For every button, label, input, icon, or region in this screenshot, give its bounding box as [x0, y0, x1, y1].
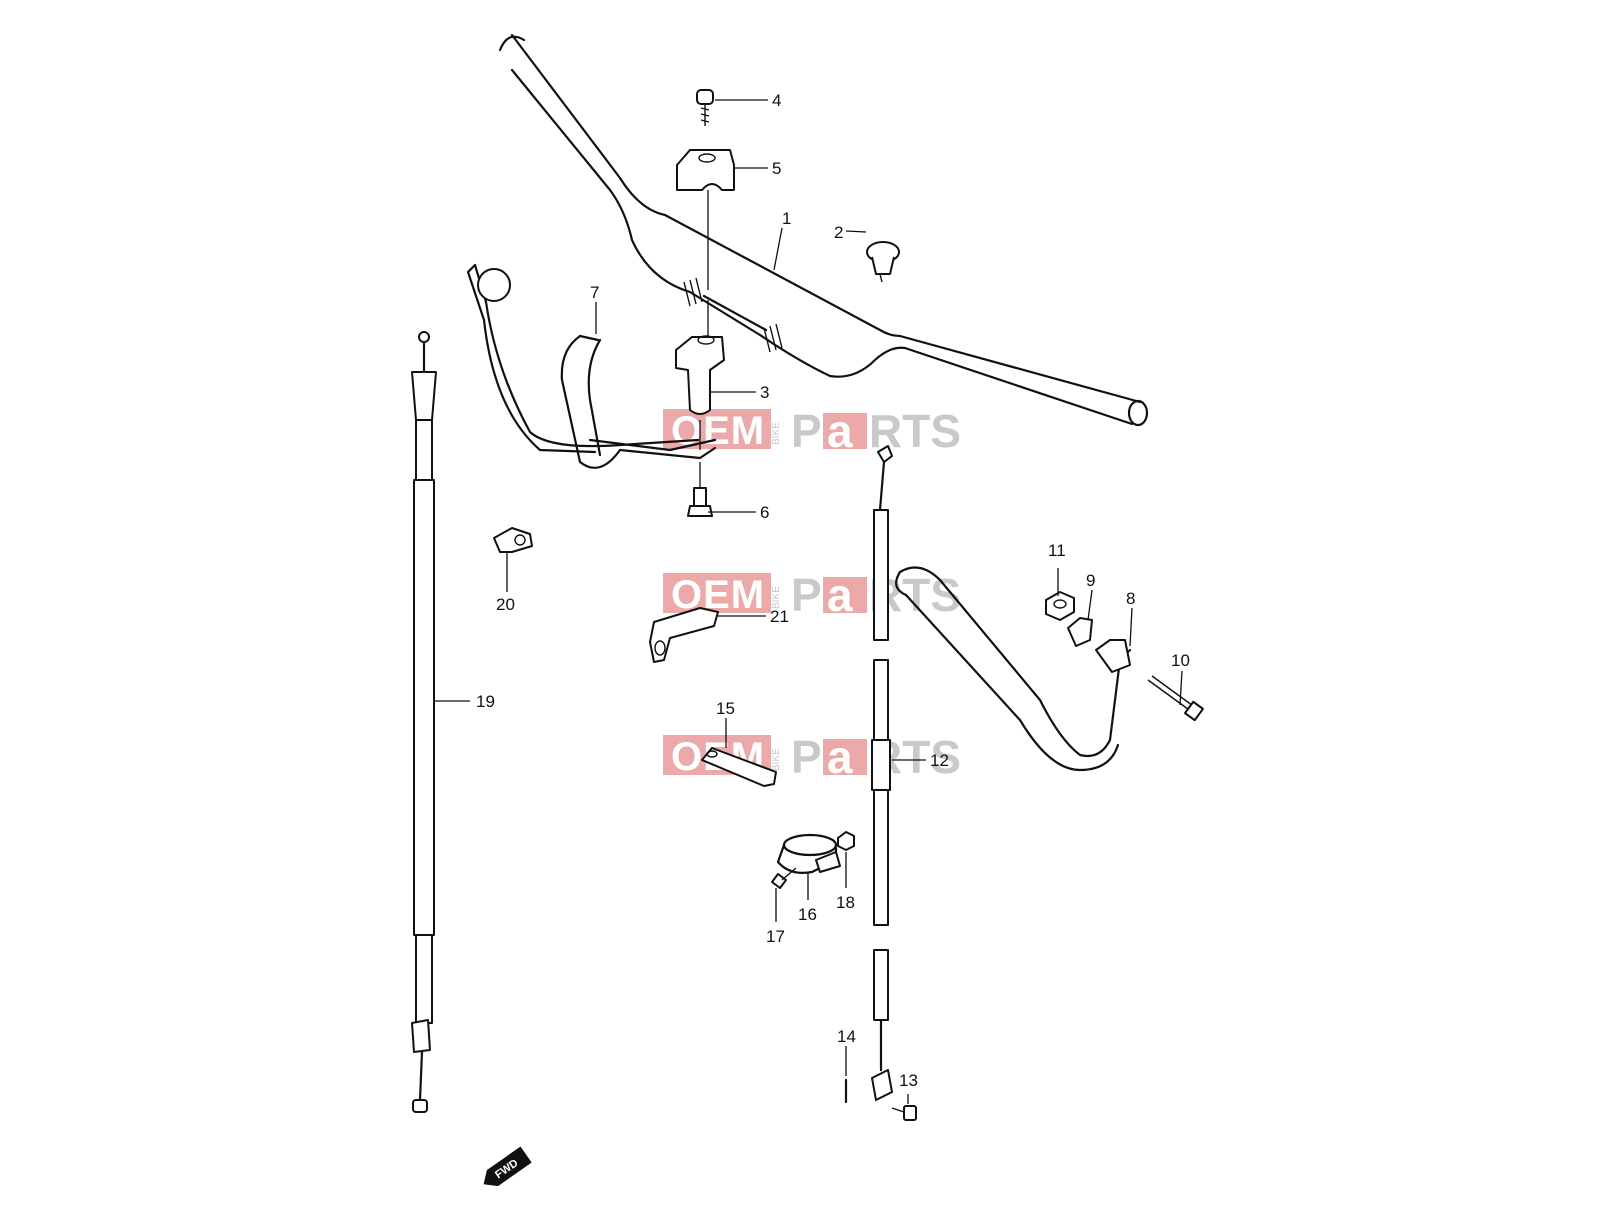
- nut-part-11[interactable]: [1045, 591, 1075, 621]
- knurl-right: [763, 323, 783, 353]
- watermark-tag: BIKE: [771, 586, 782, 609]
- callout-7: 7: [590, 283, 599, 302]
- clamp-plate-part-15[interactable]: [701, 747, 777, 787]
- bolt-part-13[interactable]: [891, 1105, 917, 1121]
- fwd-arrow-icon: [483, 1146, 532, 1187]
- hand-guard-part-8[interactable]: [895, 566, 1132, 772]
- callout-2: 2: [834, 223, 843, 242]
- screw-part-17[interactable]: [771, 867, 797, 889]
- callout-4: 4: [772, 91, 781, 110]
- watermark-word-p: P: [791, 569, 822, 621]
- clutch-cable-part-12[interactable]: [871, 445, 893, 1101]
- watermark-tag: BIKE: [771, 748, 782, 771]
- watermark-word-p: P: [791, 731, 822, 783]
- bolt-part-6[interactable]: [687, 462, 713, 517]
- watermark-a-box: [823, 577, 867, 613]
- knurl-left: [683, 277, 703, 307]
- callout-6: 6: [760, 503, 769, 522]
- bracket-part-21[interactable]: [649, 607, 719, 663]
- nut-part-18[interactable]: [837, 831, 855, 851]
- handlebar-part-1[interactable]: [498, 33, 1149, 427]
- watermark-1: OEM BIKE P a RTS: [663, 405, 961, 457]
- callout-labels: 1 2 3 4 5 6 7 8 9 10 11 12 13 14 15 16 1…: [476, 91, 1190, 1090]
- watermark-a-box: [823, 739, 867, 775]
- callout-14: 14: [837, 1027, 856, 1046]
- watermark-brand: OEM: [671, 573, 765, 617]
- clamp-ring-part-16[interactable]: [776, 833, 841, 874]
- throttle-cable-part-19[interactable]: [411, 331, 437, 1113]
- watermark-word-a: a: [827, 569, 853, 621]
- callout-13: 13: [899, 1071, 918, 1090]
- callout-19: 19: [476, 692, 495, 711]
- fwd-arrow: FWD: [483, 1146, 532, 1187]
- watermark-tag: BIKE: [771, 422, 782, 445]
- callout-3: 3: [760, 383, 769, 402]
- callout-10: 10: [1171, 651, 1190, 670]
- callout-1: 1: [782, 209, 791, 228]
- lower-holder-part-3[interactable]: [675, 300, 725, 450]
- callout-18: 18: [836, 893, 855, 912]
- callout-9: 9: [1086, 571, 1095, 590]
- watermark-box: [663, 573, 771, 613]
- end-plug-part-2[interactable]: [866, 241, 900, 283]
- leader-lines: [434, 99, 1183, 1104]
- callout-11: 11: [1048, 541, 1066, 560]
- callout-20: 20: [496, 595, 515, 614]
- watermark-a-box: [823, 413, 867, 449]
- callout-16: 16: [798, 905, 817, 924]
- callout-5: 5: [772, 159, 781, 178]
- watermark-word-p: P: [791, 405, 822, 457]
- watermark-word-a: a: [827, 405, 853, 457]
- watermark-box: [663, 409, 771, 449]
- callout-17: 17: [766, 927, 785, 946]
- clip-part-20[interactable]: [493, 527, 533, 553]
- callout-15: 15: [716, 699, 735, 718]
- callout-21: 21: [770, 607, 789, 626]
- watermark-word-a: a: [827, 731, 853, 783]
- watermark-2: OEM BIKE P a RTS: [663, 569, 961, 621]
- handlebar-end: [1127, 399, 1149, 427]
- bolt-part-4[interactable]: [696, 89, 714, 126]
- collar-part-9[interactable]: [1067, 617, 1093, 647]
- brace-part-7[interactable]: [466, 263, 717, 469]
- upper-clamp-part-5[interactable]: [676, 149, 735, 290]
- callout-8: 8: [1126, 589, 1135, 608]
- screw-part-10[interactable]: [1147, 675, 1204, 722]
- callout-12: 12: [930, 751, 949, 770]
